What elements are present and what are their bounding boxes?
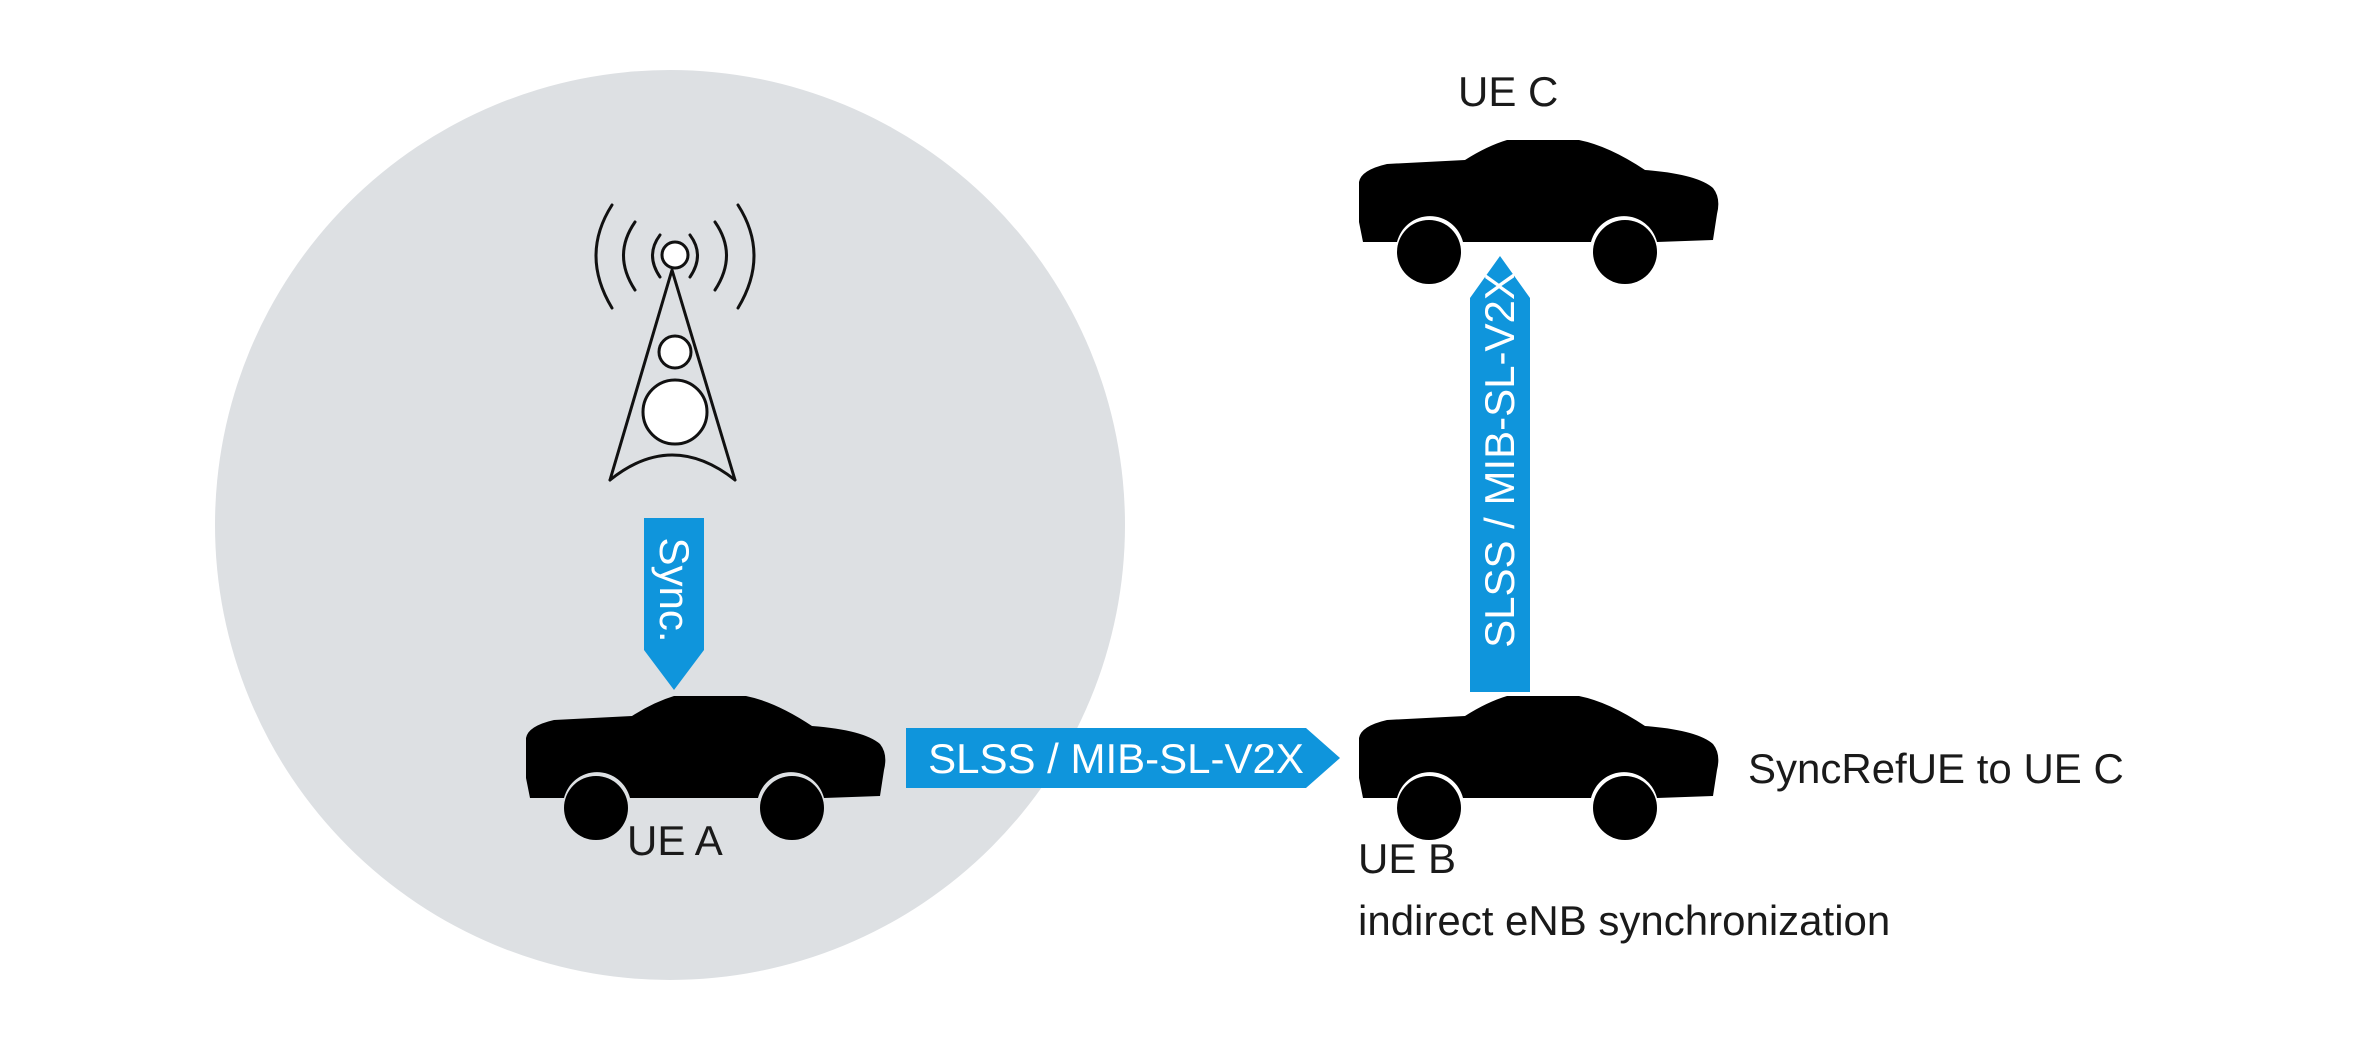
syncref-label: SyncRefUE to UE C xyxy=(1748,745,2124,792)
ue-a-label: UE A xyxy=(627,817,723,864)
sync-arrow: Sync. xyxy=(644,518,704,690)
sync-arrow-label: Sync. xyxy=(651,537,698,642)
slss-arrow-a-to-b: SLSS / MIB-SL-V2X xyxy=(906,728,1340,788)
slss-arrow-a-to-b-label: SLSS / MIB-SL-V2X xyxy=(928,735,1304,782)
ue-b-description: indirect eNB synchronization xyxy=(1358,897,1890,944)
slss-arrow-b-to-c: SLSS / MIB-SL-V2X xyxy=(1470,256,1530,692)
ue-b-label: UE B xyxy=(1358,835,1456,882)
base-station-tower-icon xyxy=(594,203,756,482)
slss-arrow-b-to-c-label: SLSS / MIB-SL-V2X xyxy=(1476,272,1523,648)
ue-c-label: UE C xyxy=(1458,68,1558,115)
car-icon xyxy=(1359,140,1719,284)
car-icon xyxy=(1359,696,1719,840)
